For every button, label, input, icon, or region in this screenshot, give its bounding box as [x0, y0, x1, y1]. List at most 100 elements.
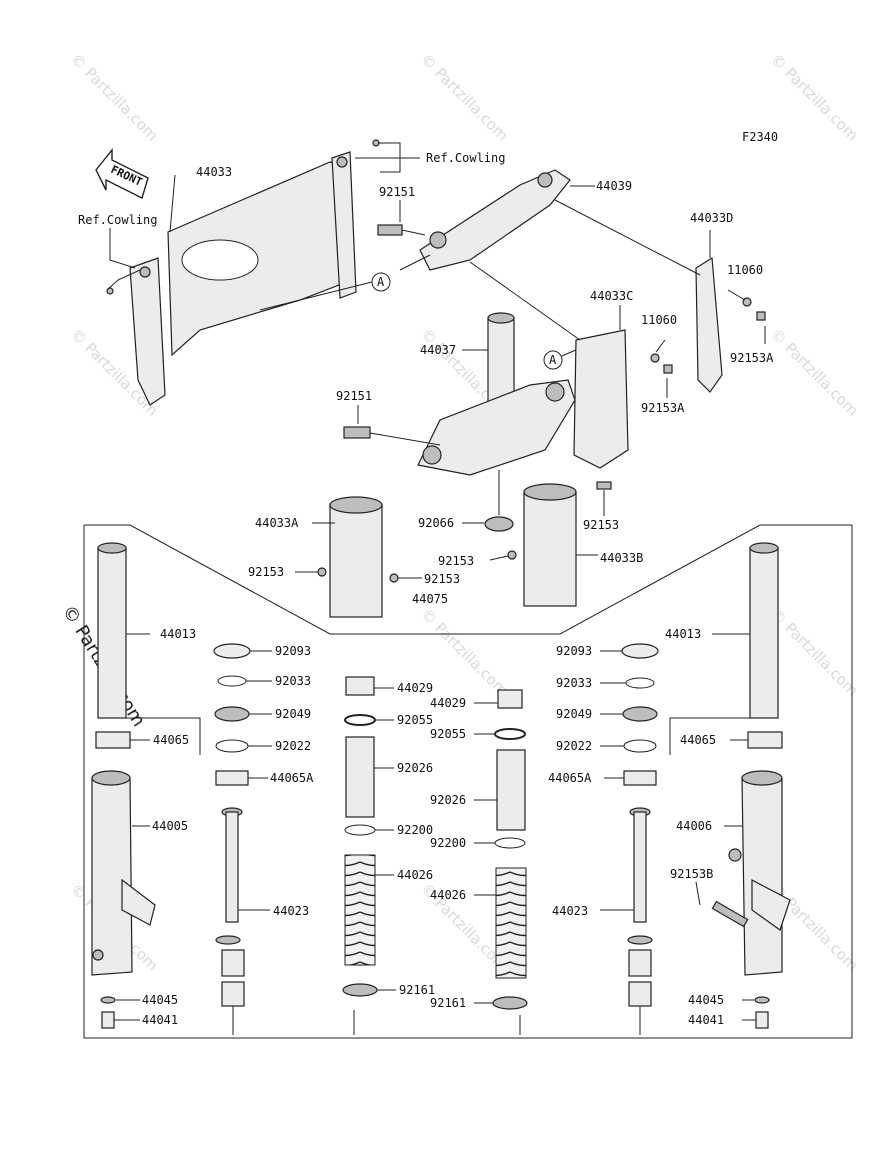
bolt-92151-mid [343, 426, 371, 439]
label-92153-left: 92153 [248, 565, 284, 579]
washer-44045-right [754, 996, 770, 1004]
bolt-44041-right [755, 1011, 769, 1029]
ring-92161-b [492, 996, 528, 1010]
spacer-92026-a [345, 736, 375, 818]
bolt-92153A-mid [663, 364, 673, 374]
label-92066: 92066 [418, 516, 454, 530]
label-92161-a: 92161 [399, 983, 435, 997]
label-44065-right: 44065 [680, 733, 716, 747]
outer-tube-44005 [91, 770, 156, 976]
diagram-code: F2340 [742, 130, 778, 144]
label-44041-left: 44041 [142, 1013, 178, 1027]
fork-cover-44033B [523, 483, 577, 607]
bolt-92153-right [596, 481, 612, 490]
label-92153-bottom: 92153 [424, 572, 460, 586]
ref-cowling-left: Ref.Cowling [78, 213, 157, 227]
label-92151-top: 92151 [379, 185, 415, 199]
washer-92200-a [344, 824, 376, 836]
label-92153-center: 92153 [438, 554, 474, 568]
washer-92022-left [215, 739, 249, 753]
label-44023-left: 44023 [273, 904, 309, 918]
label-92161-b: 92161 [430, 996, 466, 1010]
cowling-bracket-44033 [106, 139, 380, 406]
washer-11060-mid [650, 353, 660, 363]
oil-seal-92049-right [622, 706, 658, 722]
label-92033-left: 92033 [275, 674, 311, 688]
washer-92200-b [494, 837, 526, 849]
label-92153A-right: 92153A [730, 351, 774, 365]
dust-seal-92093-right [621, 643, 659, 659]
bushing-44065A-left [215, 770, 249, 786]
outer-tube-44006 [728, 770, 791, 976]
bushing-44065-right [747, 731, 783, 749]
label-44026-a: 44026 [397, 868, 433, 882]
label-92153B: 92153B [670, 867, 713, 881]
fork-cover-44033A [329, 496, 383, 618]
svg-text:A: A [549, 353, 557, 367]
label-44029-b: 44029 [430, 696, 466, 710]
clip-92033-left [217, 675, 247, 687]
label-92200-b: 92200 [430, 836, 466, 850]
bolt-92153B [711, 900, 749, 928]
washer-44045-left [100, 996, 116, 1004]
label-44006: 44006 [676, 819, 712, 833]
inner-tube-44013-left [97, 542, 127, 719]
label-44037: 44037 [420, 343, 456, 357]
spring-44026-a [344, 854, 376, 966]
label-92055-a: 92055 [397, 713, 433, 727]
label-44033D: 44033D [690, 211, 733, 225]
bolt-92151-top [377, 224, 403, 236]
seal-92066 [484, 516, 514, 532]
dust-seal-92093-left [213, 643, 251, 659]
spring-44026-b [495, 867, 527, 979]
part-labels: 44033 44039 92151 44033D 11060 92153A 44… [142, 165, 774, 1027]
cover-44033D [695, 256, 723, 393]
cap-bolt-44029-a [345, 676, 375, 696]
watermark: © Partzilla.com [417, 50, 512, 145]
label-92153A-mid: 92153A [641, 401, 685, 415]
callout-a-top: A [371, 272, 391, 292]
o-ring-92055-a [344, 714, 376, 726]
bolt-92153A-right [756, 311, 766, 321]
label-44005: 44005 [152, 819, 188, 833]
label-92033-right: 92033 [556, 676, 592, 690]
label-92026-b: 92026 [430, 793, 466, 807]
watermark: © Partzilla.com [767, 605, 862, 700]
label-44065A-right: 44065A [548, 771, 592, 785]
label-44013-right: 44013 [665, 627, 701, 641]
label-44039: 44039 [596, 179, 632, 193]
label-44026-b: 44026 [430, 888, 466, 902]
cap-bolt-44029-b [497, 689, 523, 709]
inner-tube-44013-right [749, 542, 779, 719]
svg-text:A: A [377, 275, 385, 289]
label-44033C: 44033C [590, 289, 633, 303]
watermark: © Partzilla.com [67, 50, 162, 145]
ref-cowling-top: Ref.Cowling [426, 151, 505, 165]
label-92055-b: 92055 [430, 727, 466, 741]
label-92093-left: 92093 [275, 644, 311, 658]
label-44013-left: 44013 [160, 627, 196, 641]
clip-92033-right [625, 677, 655, 689]
label-92151-mid: 92151 [336, 389, 372, 403]
o-ring-92055-b [494, 728, 526, 740]
label-11060-right: 11060 [727, 263, 763, 277]
label-44045-right: 44045 [688, 993, 724, 1007]
label-92049-left: 92049 [275, 707, 311, 721]
label-44033A: 44033A [255, 516, 299, 530]
label-92026-a: 92026 [397, 761, 433, 775]
label-44033B: 44033B [600, 551, 643, 565]
label-44029-a: 44029 [397, 681, 433, 695]
upper-triple-clamp-44039 [419, 169, 571, 271]
label-44065-left: 44065 [153, 733, 189, 747]
ring-92161-a [342, 983, 378, 997]
label-44045-left: 44045 [142, 993, 178, 1007]
bushing-44065-left [95, 731, 131, 749]
bolt-92153-left [317, 567, 327, 577]
label-44023-right: 44023 [552, 904, 588, 918]
washer-92022-right [623, 739, 657, 753]
spacer-92026-b [496, 749, 526, 831]
oil-seal-92049-left [214, 706, 250, 722]
left-panel-frame [83, 525, 283, 1039]
callout-a-mid: A [543, 350, 563, 370]
